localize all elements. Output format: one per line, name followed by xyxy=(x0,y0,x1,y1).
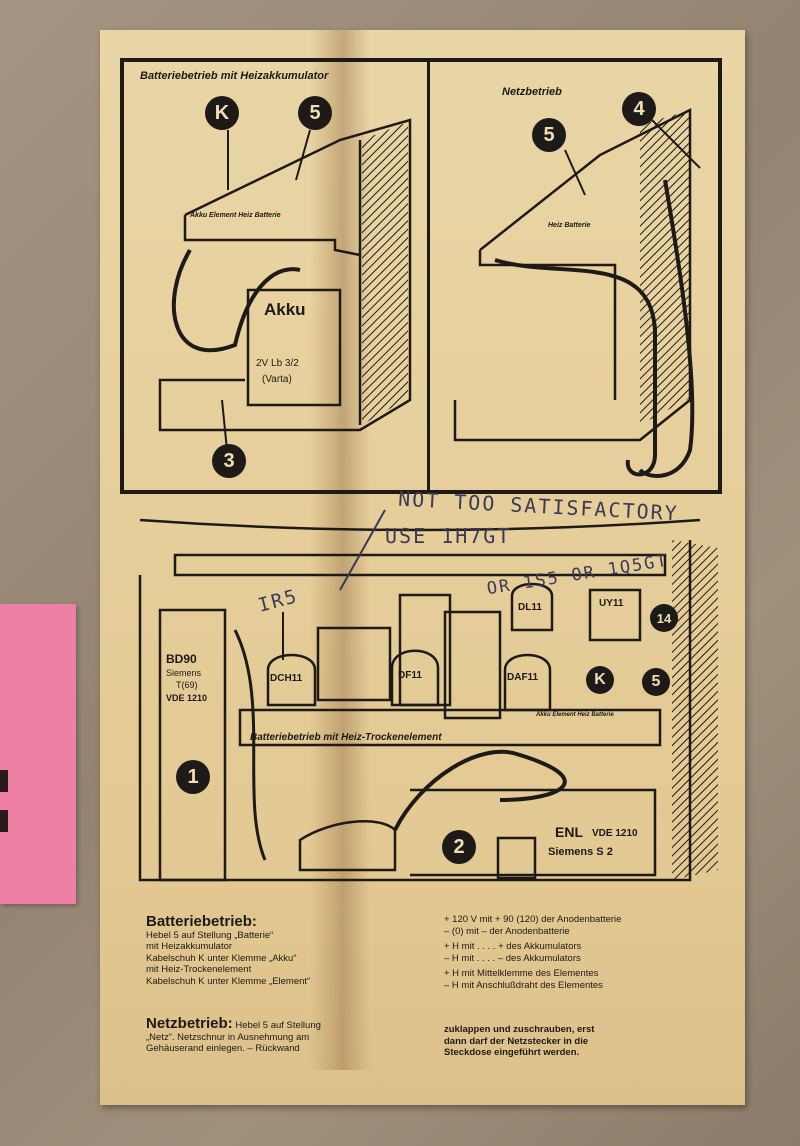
tube-dl11 xyxy=(510,582,554,632)
enl-label: ENL xyxy=(555,824,583,840)
pink-note xyxy=(0,604,76,904)
battery-lead xyxy=(233,629,267,861)
tube-dch11 xyxy=(266,653,317,707)
net-instructions-left: Netzbetrieb: Hebel 5 auf Stellung „Netz“… xyxy=(146,1015,431,1055)
net-line2: „Netz“. Netzschnur in Ausnehmung am xyxy=(146,1031,310,1043)
chassis-cable xyxy=(393,749,567,831)
enl-siemens: Siemens S 2 xyxy=(548,846,613,858)
capacitor-1 xyxy=(398,593,452,707)
transformer-box xyxy=(316,626,392,702)
net-line4: zuklappen und zuschrauben, erst xyxy=(444,1024,595,1035)
top-diagram-frame xyxy=(120,58,722,494)
enl-vde: VDE 1210 xyxy=(592,828,638,839)
badge-k-top: K xyxy=(205,96,239,130)
badge-5-top: 5 xyxy=(298,96,332,130)
left-cabinet-outline xyxy=(158,118,412,432)
tube-label-uy11: UY11 xyxy=(599,598,624,609)
bd90-battery xyxy=(158,608,227,882)
tube-df11 xyxy=(390,649,440,707)
tube-daf11 xyxy=(503,653,552,712)
pointer-5-right xyxy=(564,149,586,196)
battery-line4: mit Heiz-Trockenelement xyxy=(146,964,252,975)
shelf-label: Batteriebetrieb mit Heiz-Trockenelement xyxy=(250,732,442,743)
akku-sub1: 2V Lb 3/2 xyxy=(256,358,299,369)
chassis-outline xyxy=(138,540,692,882)
net-line5: dann darf der Netzstecker in die xyxy=(444,1035,589,1047)
switch-labels-right: Heiz Batterie xyxy=(548,222,591,229)
battery-line1: Hebel 5 auf Stellung „Batterie“ xyxy=(146,929,274,941)
tube-label-df11: DF11 xyxy=(398,670,422,681)
akku-box xyxy=(246,288,342,407)
terminal-line1: + 120 V mit + 90 (120) der Anodenbatteri… xyxy=(444,914,622,925)
akku-cable xyxy=(171,248,301,353)
badge-4: 4 xyxy=(622,92,656,126)
battery-line2: mit Heizakkumulator xyxy=(146,941,233,952)
right-wall-hatch xyxy=(640,110,690,425)
terminal-instructions: + 120 V mit + 90 (120) der Anodenbatteri… xyxy=(444,914,720,991)
battery-label4: VDE 1210 xyxy=(166,693,208,703)
left-shelf xyxy=(183,215,361,257)
tube-label-dl11: DL11 xyxy=(518,602,542,613)
badge-5-chassis: 5 xyxy=(642,668,670,696)
connector xyxy=(496,836,537,880)
badge-2: 2 xyxy=(442,830,476,864)
chassis-wall-hatch xyxy=(672,540,718,880)
mains-cable xyxy=(494,258,657,477)
chassis-switch-labels: Akku Element Heiz Batterie xyxy=(536,712,614,718)
battery-label1: BD90 xyxy=(166,652,197,666)
left-wall-hatch xyxy=(362,122,408,425)
badge-3: 3 xyxy=(212,444,246,478)
akku-sub2: (Varta) xyxy=(262,374,292,385)
battery-line3: Kabelschuh K unter Klemme „Akku“ xyxy=(146,952,297,964)
battery-label2: Siemens xyxy=(166,668,202,678)
terminal-line6: – H mit Anschlußdraht des Elementes xyxy=(444,979,603,991)
net-instructions-right: zuklappen und zuschrauben, erst dann dar… xyxy=(444,1024,720,1059)
enl-box xyxy=(410,788,657,877)
net-line1: Netzbetrieb: Hebel 5 auf Stellung xyxy=(146,1015,321,1032)
badge-1: 1 xyxy=(176,760,210,794)
tube-label-dch11: DCH11 xyxy=(270,673,303,684)
badge-14: 14 xyxy=(650,604,678,632)
battery-instructions: Batteriebetrieb: Hebel 5 auf Stellung „B… xyxy=(146,913,426,987)
plug xyxy=(298,820,397,872)
top-rail xyxy=(173,553,667,577)
net-line3: Gehäuserand einlegen. – Rückwand xyxy=(146,1043,300,1054)
pen-arrow xyxy=(339,509,386,591)
handwriting-line2: USE 1H7GT xyxy=(385,524,512,548)
capacitor-2 xyxy=(443,610,502,720)
tube-label-daf11: DAF11 xyxy=(507,672,539,683)
tube-uy11 xyxy=(588,588,642,642)
badge-5-right: 5 xyxy=(532,118,566,152)
pointer-5 xyxy=(295,129,311,181)
right-pane-title: Netzbetrieb xyxy=(502,86,562,98)
battery-line5: Kabelschuh K unter Klemme „Element“ xyxy=(146,975,311,987)
battery-heading: Batteriebetrieb: xyxy=(146,913,257,930)
akku-label: Akku xyxy=(264,300,306,319)
terminal-line3: + H mit . . . . + des Akkumulators xyxy=(444,941,582,952)
net-line6: Steckdose eingeführt werden. xyxy=(444,1047,580,1058)
badge-k-chassis: K xyxy=(586,666,614,694)
battery-label3: T(69) xyxy=(176,680,198,690)
terminal-line4: – H mit . . . . – des Akkumulators xyxy=(444,952,581,964)
terminal-line5: + H mit Mittelklemme des Elementes xyxy=(444,968,599,979)
pink-note-marks xyxy=(0,770,10,840)
right-cabinet-outline xyxy=(453,107,692,442)
top-edge-wavy xyxy=(139,518,701,532)
top-diagram-divider xyxy=(427,58,430,494)
right-shelf xyxy=(478,250,617,400)
terminal-line2: – (0) mit – der Anodenbatterie xyxy=(444,925,570,937)
left-pane-title: Batteriebetrieb mit Heizakkumulator xyxy=(140,70,329,82)
paper-sheet xyxy=(100,30,745,1105)
switch-labels-left: Akku Element Heiz Batterie xyxy=(190,212,281,219)
